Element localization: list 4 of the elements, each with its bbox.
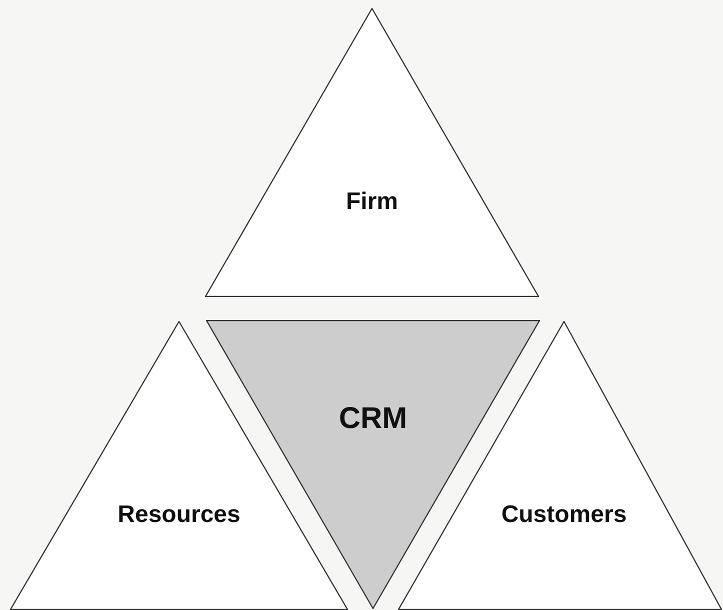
- triangle-label: Firm: [346, 187, 398, 217]
- triangle-label: CRM: [338, 401, 408, 437]
- triangle-label: Customers: [501, 500, 627, 530]
- triangle-label: Resources: [118, 500, 240, 530]
